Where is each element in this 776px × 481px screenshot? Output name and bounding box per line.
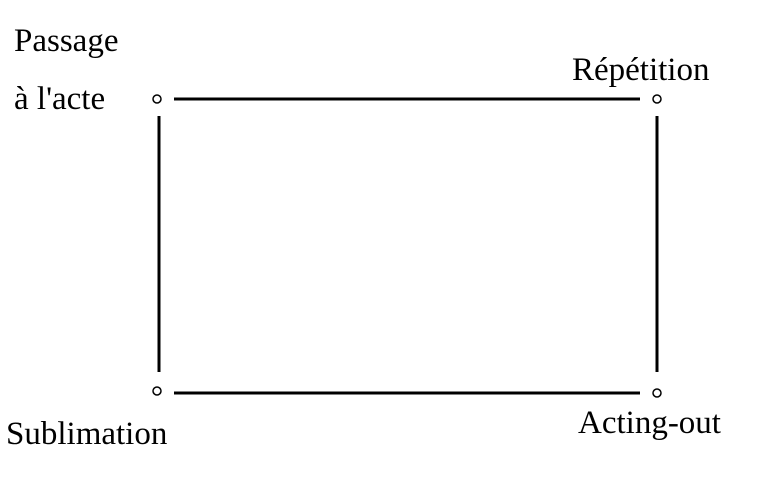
label-sublimation: Sublimation	[6, 416, 168, 452]
node-bottom-left	[152, 386, 162, 396]
label-passage-line2: à l'acte	[14, 81, 106, 117]
node-top-left	[152, 94, 162, 104]
node-bottom-right	[652, 388, 662, 398]
label-acting-out: Acting-out	[578, 405, 721, 441]
label-passage-line1: Passage	[14, 23, 119, 59]
label-repetition: Répétition	[572, 52, 710, 88]
label-passage-a-l-acte: Passage à l'acte	[14, 12, 118, 128]
node-top-right	[652, 94, 662, 104]
